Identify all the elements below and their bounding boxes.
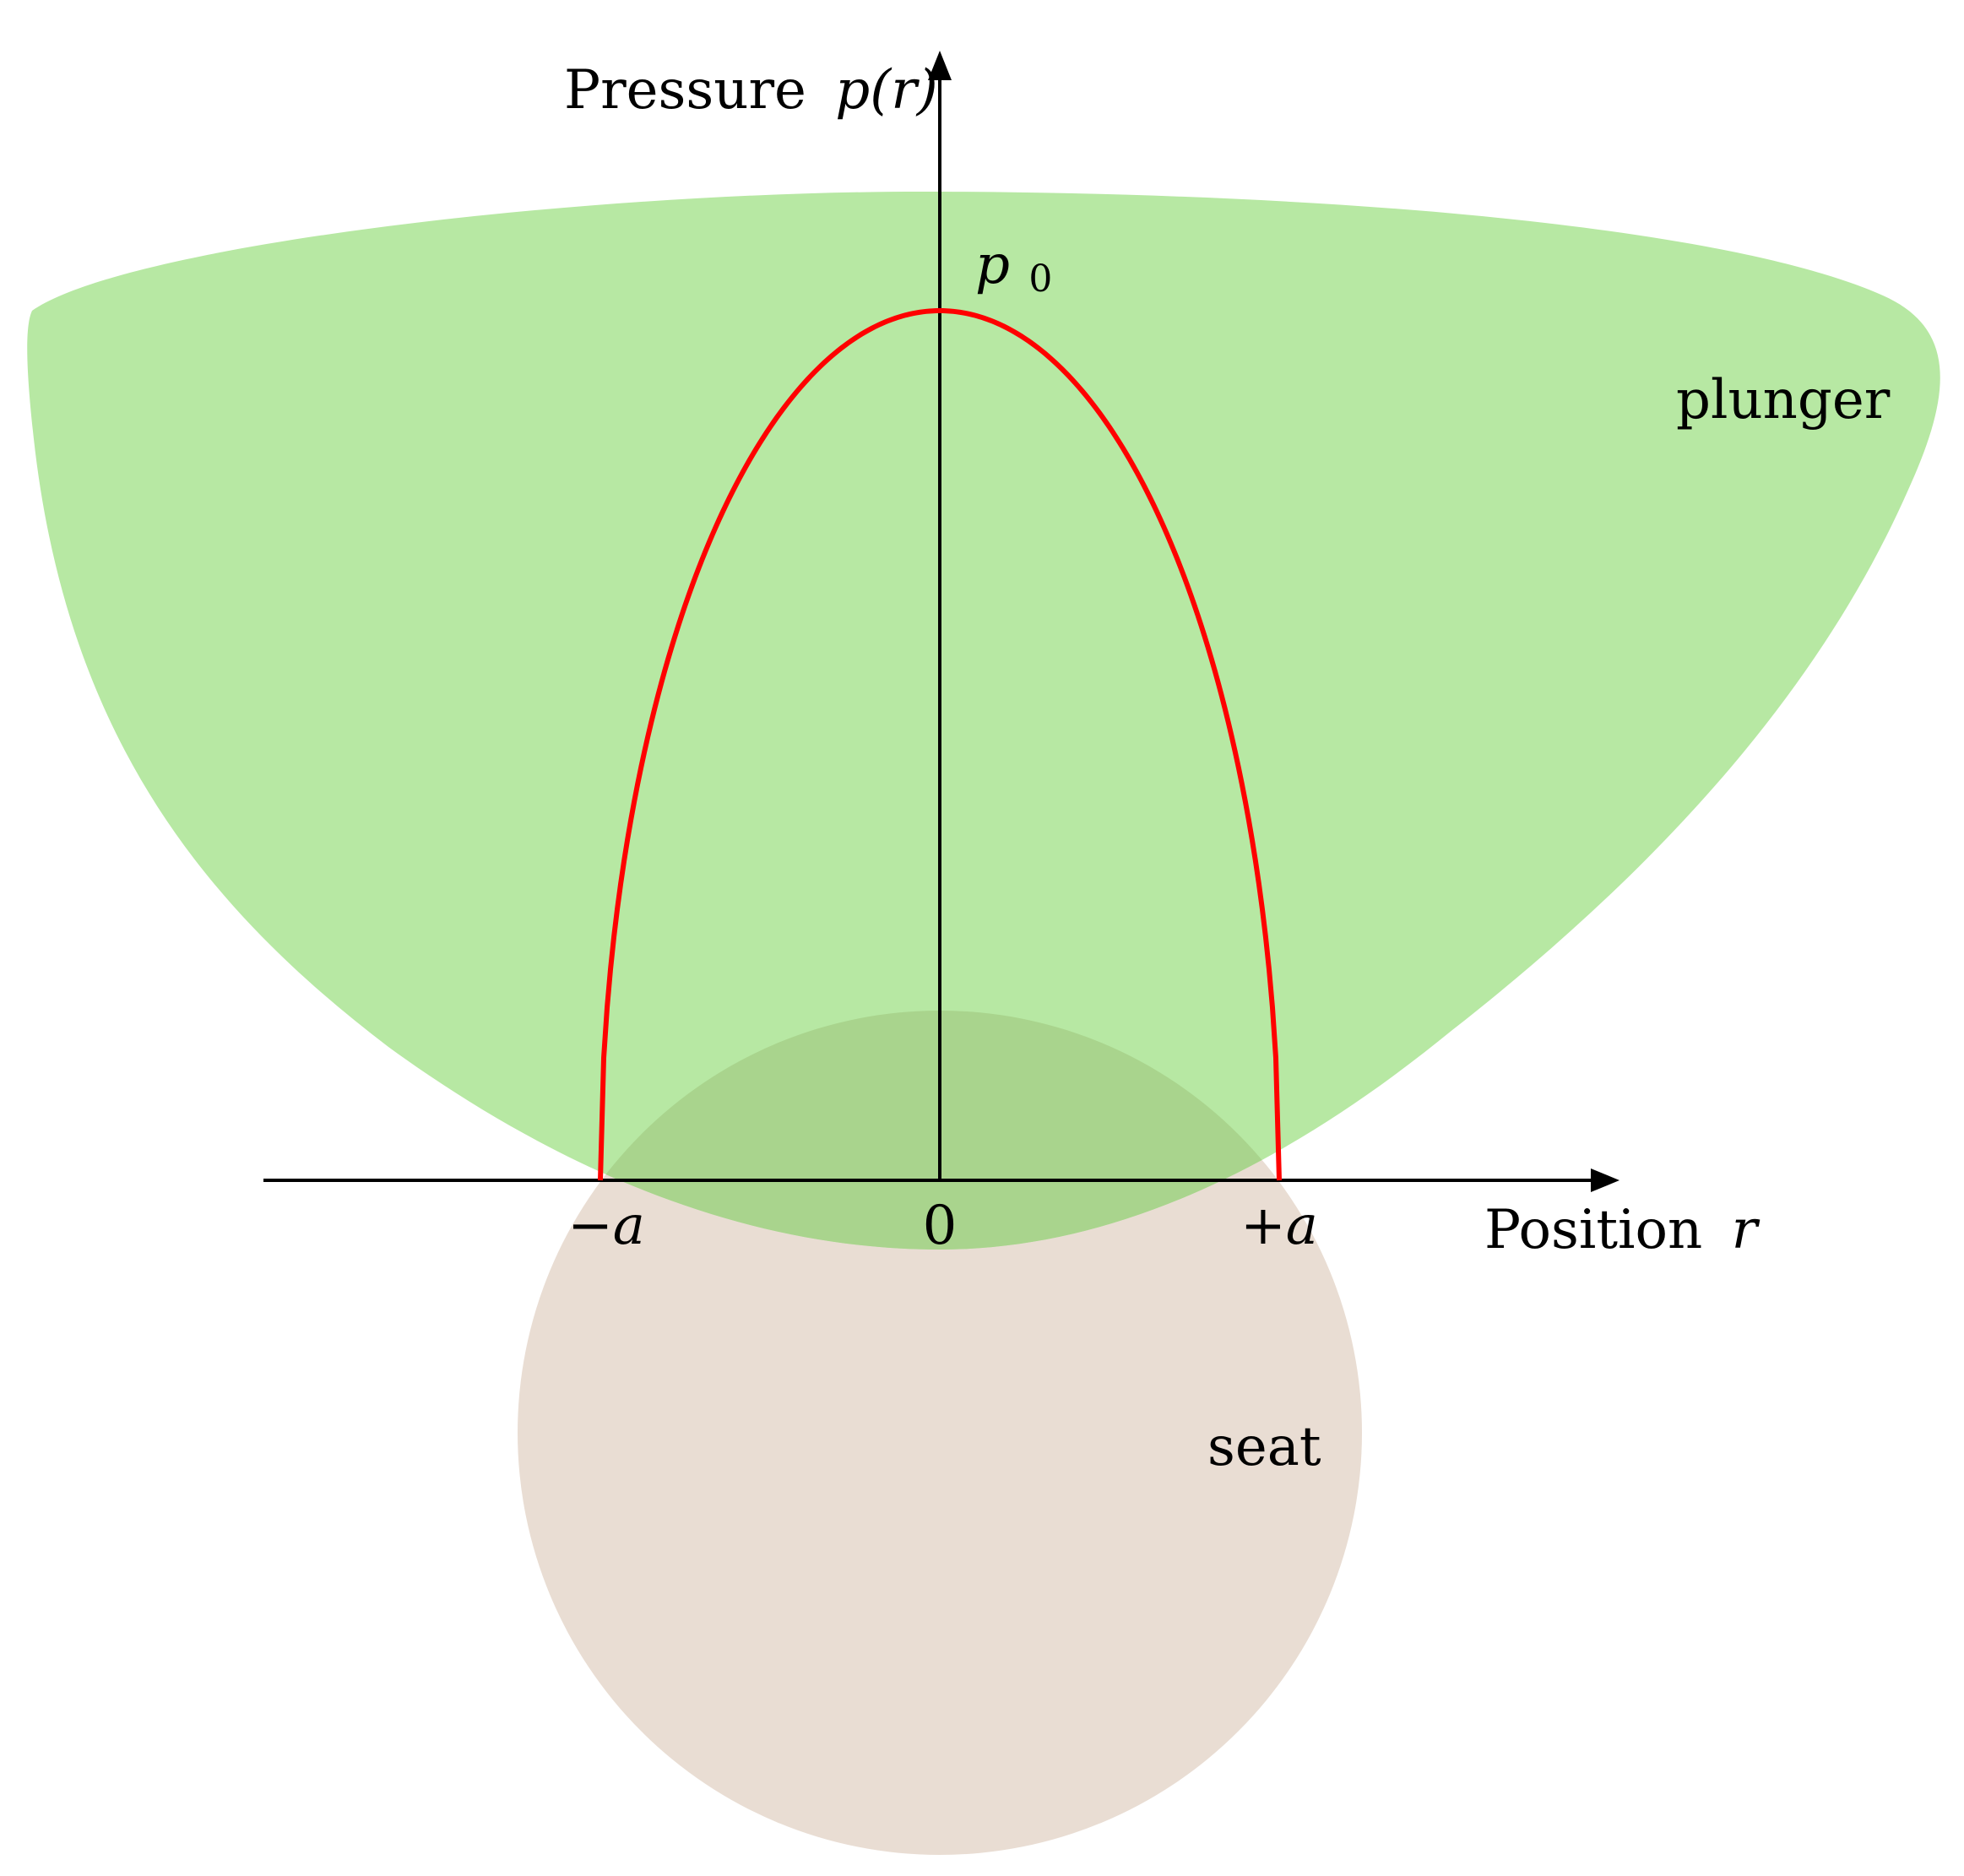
seat-label: seat	[1207, 1416, 1321, 1478]
peak-pressure-label: p 0	[975, 234, 1052, 301]
tick-label-zero: 0	[923, 1195, 958, 1257]
peak-pressure-symbol: p	[975, 234, 1010, 296]
tick-label-plus-a-text: +a	[1240, 1195, 1318, 1257]
seat-body	[518, 1011, 1362, 1855]
pressure-distribution-curve	[598, 307, 1282, 1181]
y-axis-label-word: Pressure	[564, 59, 806, 122]
tick-label-plus-a: +a	[1240, 1195, 1318, 1257]
x-axis-label: Position r	[1484, 1199, 1761, 1261]
x-axis-label-math: r	[1732, 1199, 1761, 1261]
y-axis-arrow-icon	[928, 51, 952, 80]
peak-pressure-subscript: 0	[1028, 258, 1052, 301]
plunger-label: plunger	[1676, 369, 1891, 431]
tick-label-minus-a-text: −a	[567, 1195, 645, 1257]
y-axis-label: Pressure p(r)	[564, 59, 938, 122]
x-axis-arrow-icon	[1591, 1168, 1619, 1192]
y-axis-label-math: p(r)	[835, 59, 938, 122]
x-axis-label-word: Position	[1484, 1199, 1702, 1261]
tick-label-minus-a: −a	[567, 1195, 645, 1257]
plunger-body	[27, 191, 1940, 1250]
